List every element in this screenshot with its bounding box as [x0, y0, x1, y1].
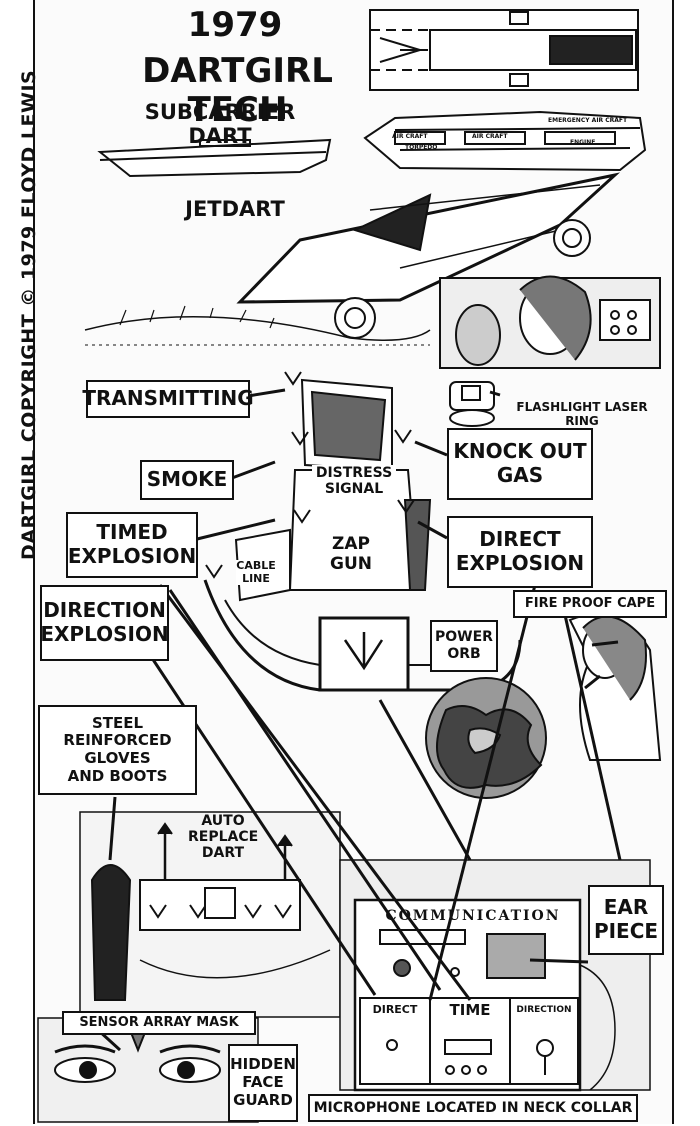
zap-gun-label: ZAP GUN [316, 534, 386, 575]
direction-explosion-label: DIRECTION EXPLOSION [40, 585, 169, 661]
hidden-face-guard-label: HIDDEN FACE GUARD [228, 1044, 298, 1122]
power-orb-drawing [425, 677, 547, 799]
microphone-label: MICROPHONE LOCATED IN NECK COLLAR [308, 1094, 638, 1122]
jetdart-drawing [84, 172, 621, 346]
ship-sideview [363, 110, 647, 172]
ship-label-torpedo: TORPEDO [405, 144, 438, 151]
communicator-title: COMMUNICATION [385, 908, 561, 924]
auto-replace-dart-label: AUTO REPLACE DART [188, 813, 259, 862]
ship-schematic-top [369, 9, 639, 91]
year-heading: 1979 [187, 5, 283, 45]
laser-ring-drawing [449, 381, 495, 427]
ship-label-aircraft-1: AIR CRAFT [392, 133, 428, 140]
communicator-time-label: TIME [449, 1001, 491, 1019]
smoke-label: SMOKE [140, 460, 234, 500]
direct-explosion-label: DIRECT EXPLOSION [447, 516, 593, 588]
timed-explosion-label: TIMED EXPLOSION [66, 512, 198, 578]
fire-proof-cape-label: FIRE PROOF CAPE [513, 590, 667, 618]
power-orb-label: POWER ORB [430, 620, 498, 672]
jetdart-label: JETDART [185, 197, 285, 221]
page-title: DARTGIRL TECH [142, 51, 333, 131]
knock-out-gas-label: KNOCK OUT GAS [447, 428, 593, 500]
sensor-array-mask-label: SENSOR ARRAY MASK [62, 1011, 256, 1035]
communicator-direct-label: DIRECT [372, 1003, 418, 1016]
communicator-device [339, 859, 651, 1092]
ear-piece-label: EAR PIECE [588, 885, 664, 955]
glove-panel-drawing [79, 811, 341, 1018]
transmitting-label: TRANSMITTING [82, 380, 254, 418]
flashlight-laser-ring-label: FLASHLIGHT LASER RING [516, 400, 648, 428]
mask-eyes-drawing [37, 1017, 259, 1123]
ship-label-emergency-aircraft: EMERGENCY AIR CRAFT [548, 117, 628, 124]
cape-figure-drawing [568, 613, 662, 761]
subcarrier-dart-drawing [97, 138, 332, 178]
communicator-direction-label: DIRECTION [516, 1005, 572, 1015]
distress-signal-label: DISTRESS SIGNAL [312, 465, 396, 498]
ship-label-engine: ENGINE [570, 139, 596, 146]
subcarrier-dart-label: SUBCARRIER DART [144, 100, 296, 149]
cable-line-label: CABLE LINE [236, 559, 276, 586]
leader-lines [96, 388, 622, 1052]
steel-gloves-boots-label: STEEL REINFORCED GLOVES AND BOOTS [38, 705, 197, 795]
pilot-sketch [439, 275, 661, 369]
ship-label-aircraft-2: AIR CRAFT [472, 133, 508, 140]
side-copyright: DARTGIRL COPYRIGHT © 1979 FLOYD LEWIS [18, 69, 40, 560]
